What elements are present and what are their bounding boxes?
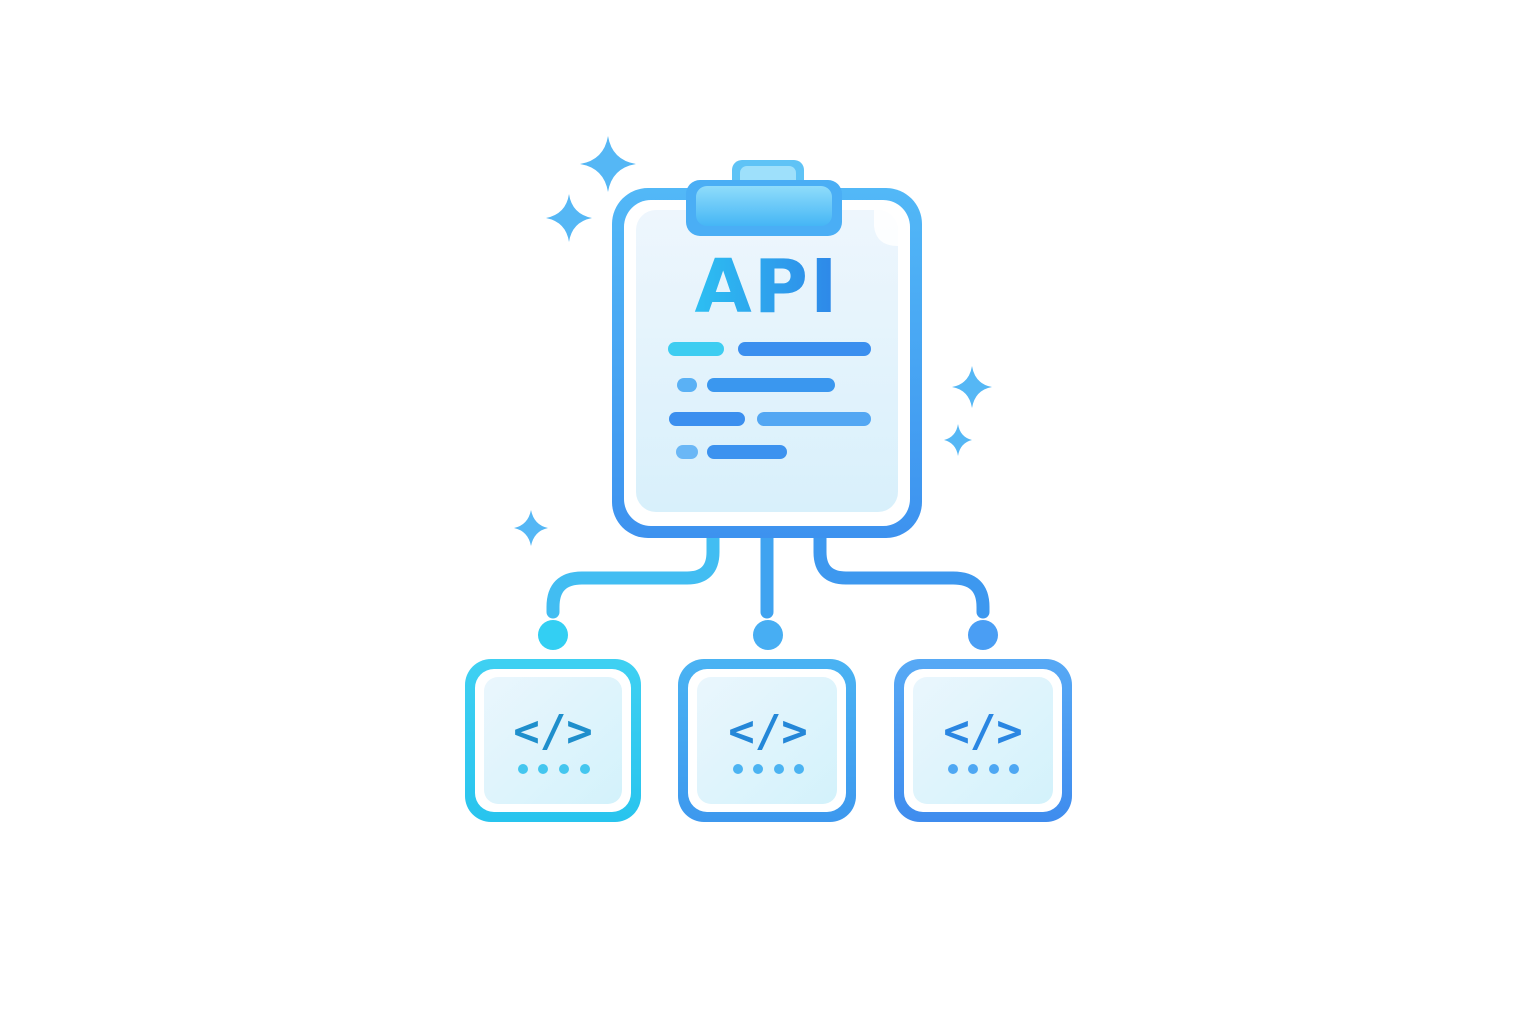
sparkle-icon bbox=[580, 136, 636, 192]
api-title: API bbox=[694, 244, 839, 330]
sparkle-icon bbox=[944, 424, 972, 456]
endpoint-box-2: </> bbox=[678, 659, 856, 822]
sparkle-icon bbox=[546, 194, 592, 242]
dots-indicator bbox=[518, 764, 590, 774]
sparkle-icon bbox=[952, 366, 992, 408]
connector-node bbox=[753, 620, 783, 650]
endpoint-box-1: </> bbox=[465, 659, 641, 822]
connector-right bbox=[813, 531, 990, 619]
connector-left bbox=[546, 531, 720, 619]
connector-node bbox=[968, 620, 998, 650]
api-document: API bbox=[612, 160, 922, 538]
clipboard-icon bbox=[686, 160, 842, 236]
code-icon: </> bbox=[513, 706, 592, 757]
code-icon: </> bbox=[943, 706, 1022, 757]
sparkle-icon bbox=[514, 510, 548, 546]
page-fold bbox=[874, 210, 898, 246]
connector-node bbox=[538, 620, 568, 650]
dots-indicator bbox=[733, 764, 804, 774]
dots-indicator bbox=[948, 764, 1019, 774]
sparkle-group bbox=[514, 136, 992, 546]
endpoint-box-3: </> bbox=[894, 659, 1072, 822]
code-icon: </> bbox=[728, 706, 807, 757]
document-text-lines bbox=[668, 342, 871, 459]
connector-lines bbox=[546, 531, 990, 619]
document-paper bbox=[636, 210, 898, 512]
